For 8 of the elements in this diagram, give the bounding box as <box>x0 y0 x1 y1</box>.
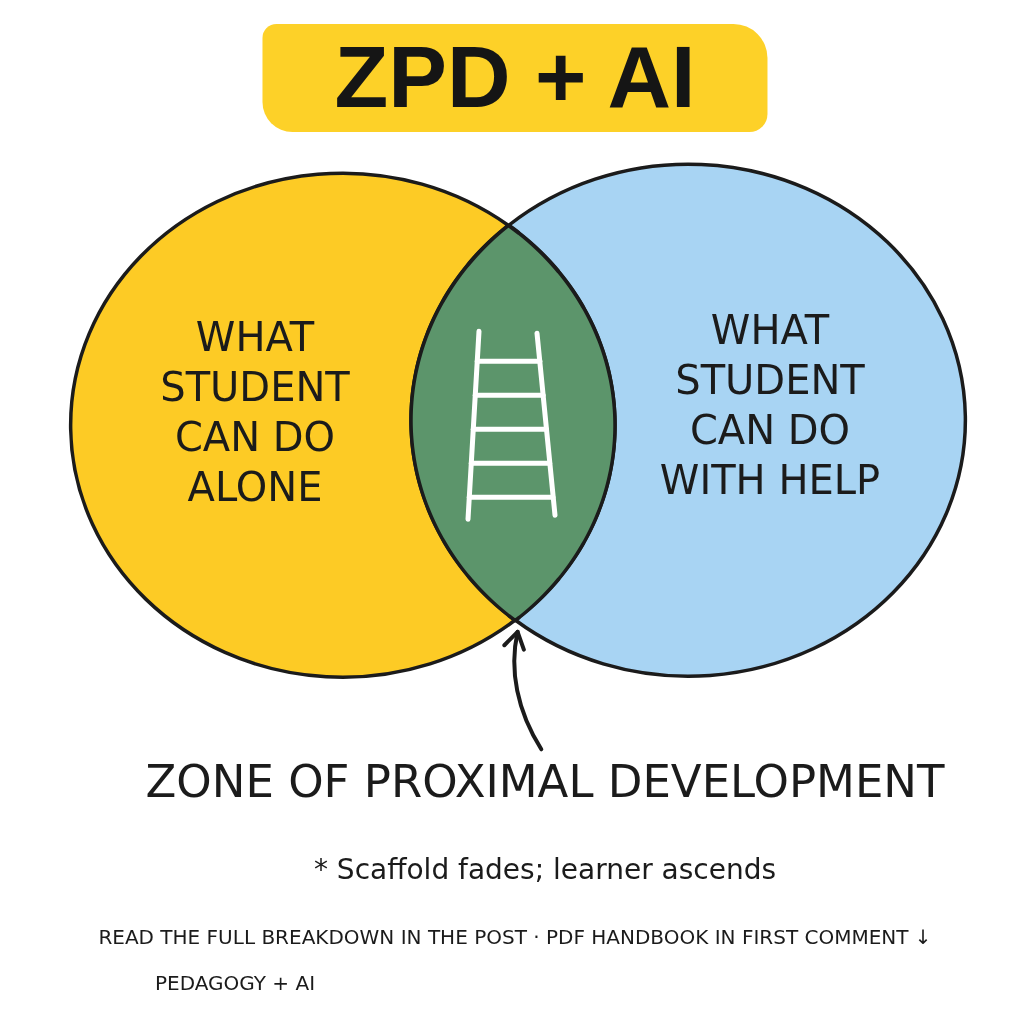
callout-label: ZONE OF PROXIMAL DEVELOPMENT <box>145 756 945 808</box>
arrow <box>502 629 544 752</box>
footnote: * Scaffold fades; learner ascends <box>313 853 777 887</box>
circle-label: WHAT STUDENT CAN DO WITH HELP <box>658 306 882 505</box>
footer-text: READ THE FULL BREAKDOWN IN THE POST · PDF HANDBOOK IN FIRST COMMENT ↓ <box>98 925 932 949</box>
footer-text: PEDAGOGY + AI <box>154 971 316 995</box>
circle-label: WHAT STUDENT CAN DO ALONE <box>159 313 351 512</box>
highlighted-title: ZPD + AI <box>262 24 768 132</box>
